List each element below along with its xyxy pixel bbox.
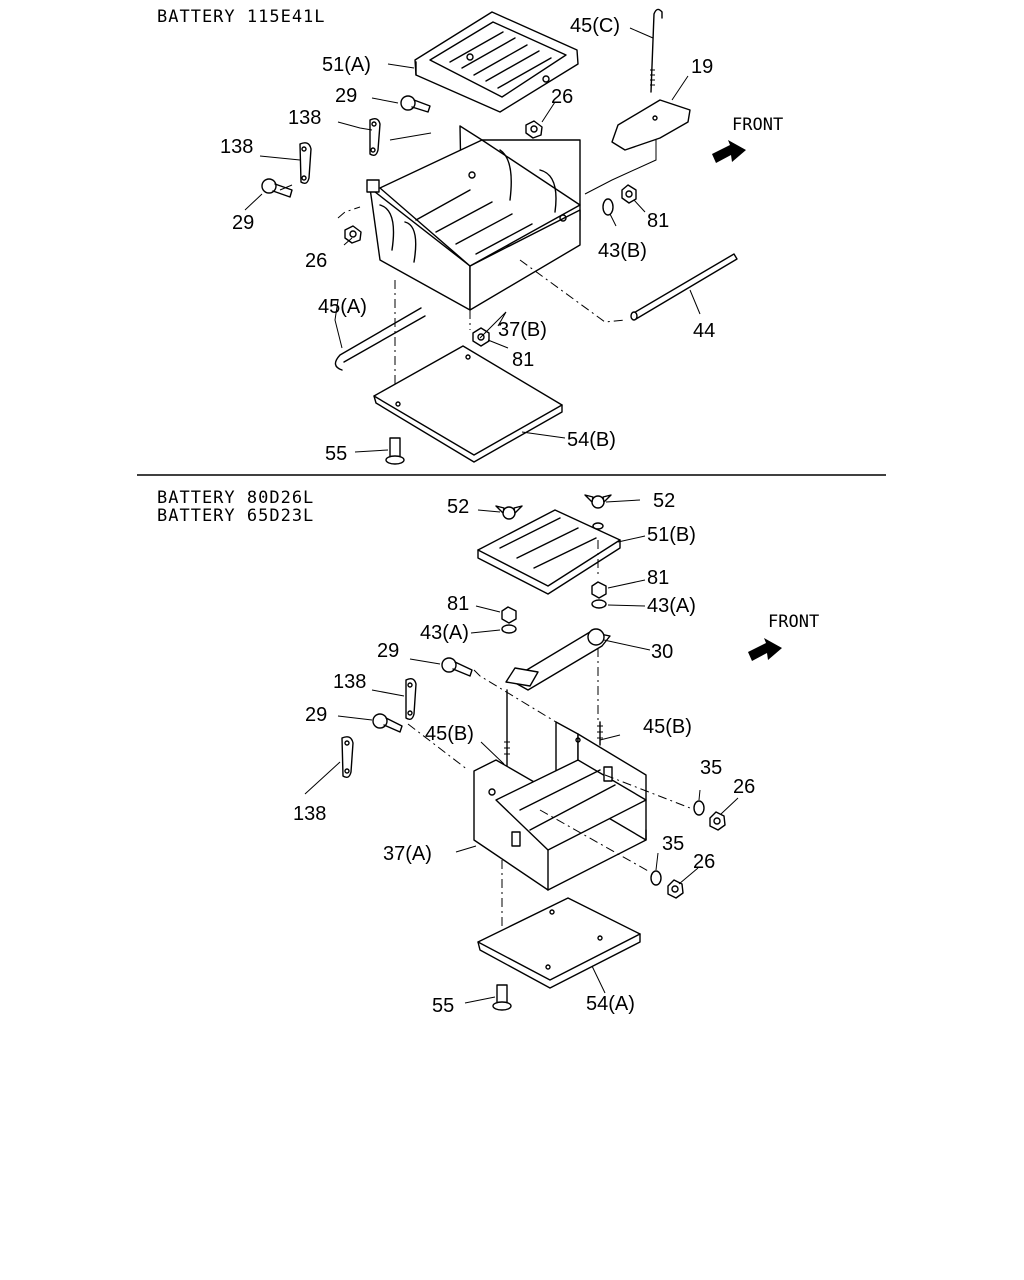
callout-26-d: 26: [693, 851, 715, 873]
part-81-nut-upper: [621, 184, 637, 204]
callout-45c: 45(C): [570, 15, 620, 37]
callout-29-a: 29: [335, 85, 357, 107]
part-29-bolt-lower: [261, 178, 293, 198]
part-26-nut-lower: [344, 225, 362, 244]
callout-45b-b: 45(B): [643, 716, 692, 738]
callout-54a: 54(A): [586, 993, 635, 1015]
callout-45b-a: 45(B): [425, 723, 474, 745]
part-138-link-lower: [299, 142, 312, 185]
section-1-parts: [261, 8, 746, 465]
part-81-nut-left: [501, 606, 517, 624]
callout-52-b: 52: [653, 490, 675, 512]
label-front-2: FRONT: [768, 612, 819, 632]
callout-55-b: 55: [432, 995, 454, 1017]
part-35-washer-upper: [693, 800, 705, 816]
callout-81-c: 81: [647, 567, 669, 589]
callout-35-b: 35: [662, 833, 684, 855]
part-45a-j-bolt: [334, 307, 426, 371]
callout-55-a: 55: [325, 443, 347, 465]
part-26-nut-upper: [525, 120, 543, 139]
callout-138-a: 138: [288, 107, 321, 129]
callout-81-d: 81: [447, 593, 469, 615]
callout-138-c: 138: [333, 671, 366, 693]
part-52-wing-nut-right: [584, 494, 612, 530]
callout-81-b: 81: [512, 349, 534, 371]
section-1-title: BATTERY 115E41L: [157, 7, 326, 27]
callout-43a-b: 43(A): [420, 622, 469, 644]
front-arrow-lower-icon: [748, 638, 782, 661]
callout-44: 44: [693, 320, 715, 342]
callout-138-b: 138: [220, 136, 253, 158]
part-26-nut-lower-2: [667, 879, 684, 899]
part-52-wing-nut-left: [495, 505, 523, 520]
callout-43a-a: 43(A): [647, 595, 696, 617]
part-37b-battery-tray: [366, 125, 581, 311]
callout-45a: 45(A): [318, 296, 367, 318]
section-2-parts: [341, 494, 782, 1011]
part-43b-washer: [602, 198, 614, 216]
callout-19: 19: [691, 56, 713, 78]
part-35-washer-lower: [650, 870, 662, 886]
callout-138-d: 138: [293, 803, 326, 825]
part-138-link-upper: [369, 117, 381, 157]
callout-52-a: 52: [447, 496, 469, 518]
part-55-bolt-upper: [385, 437, 405, 465]
part-43a-washer-right: [591, 599, 607, 609]
callout-43b: 43(B): [598, 240, 647, 262]
part-29-bolt-upper-2: [441, 657, 473, 677]
callout-29-c: 29: [377, 640, 399, 662]
part-45c-j-bolt: [650, 8, 663, 93]
part-54b-bottom-plate: [373, 345, 563, 463]
callout-54b: 54(B): [567, 429, 616, 451]
callout-35-a: 35: [700, 757, 722, 779]
leader-lines: [244, 27, 739, 1004]
label-front-1: FRONT: [732, 115, 783, 135]
part-51a-holder-plate: [414, 11, 579, 113]
callout-81-a: 81: [647, 210, 669, 232]
part-37a-battery-tray: [473, 721, 647, 891]
callout-51a: 51(A): [322, 54, 371, 76]
callout-29-b: 29: [232, 212, 254, 234]
callout-26-a: 26: [551, 86, 573, 108]
callout-37a: 37(A): [383, 843, 432, 865]
callout-26-c: 26: [733, 776, 755, 798]
part-19-bracket: [611, 99, 691, 151]
callout-29-d: 29: [305, 704, 327, 726]
part-81-nut-right: [591, 581, 607, 599]
part-138-link-lower-2: [341, 736, 354, 779]
part-54a-bottom-plate: [477, 897, 641, 989]
part-43a-washer-left: [501, 624, 517, 634]
part-51b-holder-plate: [477, 509, 621, 595]
part-30-hold-bar: [505, 628, 611, 691]
part-29-bolt-lower-2: [372, 713, 403, 733]
part-26-nut-upper-2: [709, 811, 726, 831]
callout-30: 30: [651, 641, 673, 663]
part-55-bolt-lower: [492, 984, 512, 1011]
callouts-section-1: 45(C) 19 51(A) 29 26 138 138 29 FRONT 81…: [220, 15, 783, 465]
part-44-rod: [630, 253, 738, 321]
part-138-link-upper-2: [405, 677, 417, 721]
part-29-bolt-upper: [400, 95, 431, 113]
callout-37b: 37(B): [498, 319, 547, 341]
callout-26-b: 26: [305, 250, 327, 272]
callouts-section-2: 52 52 51(B) 81 81 43(A) 43(A) 29 30 FRON…: [293, 490, 819, 1017]
callout-51b: 51(B): [647, 524, 696, 546]
part-45b-j-bolt-right: [597, 721, 603, 746]
front-arrow-upper-icon: [712, 140, 746, 163]
